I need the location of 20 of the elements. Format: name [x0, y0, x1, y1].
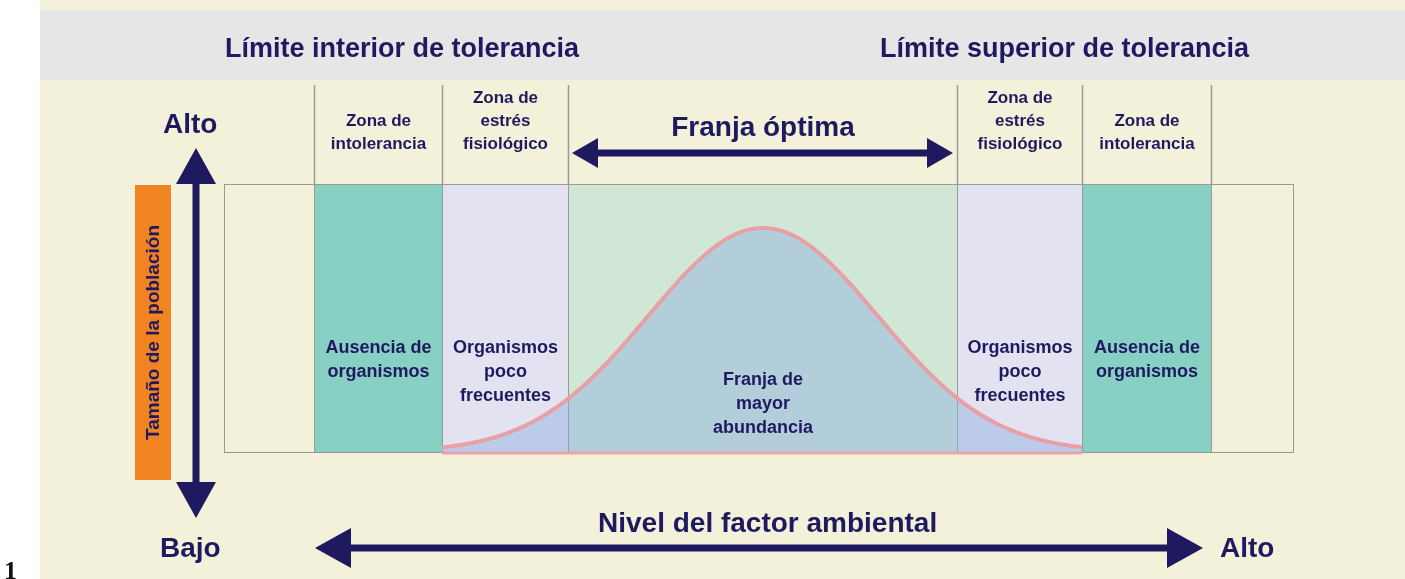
axis-label: Alto — [1220, 532, 1275, 564]
axis-title: Tamaño de la población — [142, 225, 164, 440]
axis-label: Alto — [163, 108, 218, 140]
zone-heading: Zona de estrés fisiológico — [462, 87, 549, 155]
zone-heading: Zona de estrés fisiológico — [976, 87, 1064, 155]
heading: Límite superior de tolerancia — [880, 33, 1250, 64]
zone-description: Organismos poco frecuentes — [966, 336, 1074, 407]
page-number: 1 — [4, 556, 17, 579]
zone-description: Franja de mayor abundancia — [712, 368, 814, 439]
zone-description: Organismos poco frecuentes — [452, 336, 559, 407]
range-heading: Franja óptima — [670, 111, 856, 143]
zone-description: Ausencia de organismos — [324, 336, 433, 383]
empty-column — [1211, 184, 1294, 453]
zone-heading: Zona de intolerancia — [329, 110, 428, 155]
axis-label: Bajo — [160, 532, 221, 564]
zone-description: Ausencia de organismos — [1092, 336, 1201, 383]
heading: Límite interior de tolerancia — [225, 33, 580, 64]
axis-title: Nivel del factor ambiental — [598, 507, 938, 539]
axis-title-box — [135, 185, 171, 480]
zone-heading: Zona de intolerancia — [1098, 110, 1196, 155]
